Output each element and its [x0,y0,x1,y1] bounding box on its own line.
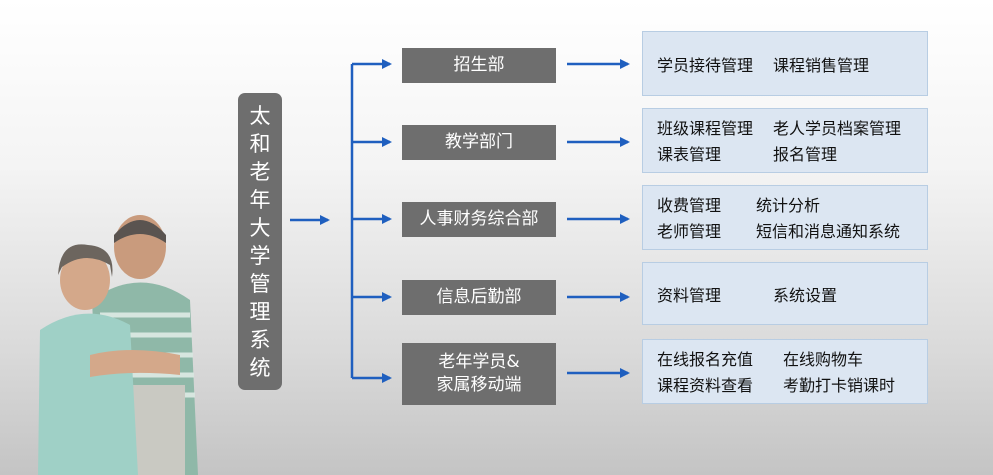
dept-label: 招生部 [453,55,505,75]
func-row: 班级课程管理 老人学员档案管理 [657,114,927,140]
func-row: 收费管理 统计分析 [657,191,927,217]
title-char: 年 [249,187,271,212]
func-item: 老人学员档案管理 [773,119,902,138]
dept-label: 教学部门 [445,132,513,152]
func-item: 考勤打卡销课时 [783,376,896,395]
func-item: 班级课程管理 [657,119,754,138]
func-box-hr-finance: 收费管理 统计分析 老师管理 短信和消息通知系统 [642,185,928,250]
system-title: 太 和 老 年 大 学 管 理 系 统 [238,93,282,390]
func-item: 资料管理 [657,286,722,305]
dept-box-enrollment: 招生部 [402,48,556,83]
title-char: 管 [249,271,271,296]
func-item: 在线报名充值 [657,350,754,369]
title-char: 大 [249,215,271,240]
func-row: 学员接待管理 课程销售管理 [657,51,927,77]
dept-label: 信息后勤部 [436,287,522,307]
func-row: 资料管理 系统设置 [657,281,927,307]
func-item: 短信和消息通知系统 [756,222,901,241]
func-box-it-logistics: 资料管理 系统设置 [642,262,928,325]
elderly-couple-photo [38,215,198,475]
func-item: 课程销售管理 [773,56,870,75]
func-row: 在线报名充值 在线购物车 [657,345,927,371]
func-row: 课程资料查看 考勤打卡销课时 [657,371,927,397]
func-row: 老师管理 短信和消息通知系统 [657,217,927,243]
func-item: 收费管理 [657,196,722,215]
dept-box-teaching: 教学部门 [402,125,556,160]
dept-box-hr-finance: 人事财务综合部 [402,202,556,237]
func-item: 系统设置 [773,286,838,305]
func-box-mobile: 在线报名充值 在线购物车 课程资料查看 考勤打卡销课时 [642,339,928,404]
dept-box-mobile: 老年学员& 家属移动端 [402,343,556,405]
title-char: 学 [249,243,271,268]
dept-label: 老年学员& [438,352,520,372]
func-item: 课表管理 [657,145,722,164]
func-item: 统计分析 [756,196,821,215]
func-item: 报名管理 [773,145,838,164]
func-box-enrollment: 学员接待管理 课程销售管理 [642,31,928,96]
func-item: 在线购物车 [783,350,864,369]
title-char: 理 [249,299,271,324]
func-item: 学员接待管理 [657,56,754,75]
dept-label: 家属移动端 [436,375,522,395]
title-char: 和 [249,131,271,156]
func-row: 课表管理 报名管理 [657,140,927,166]
dept-box-it-logistics: 信息后勤部 [402,280,556,315]
title-char: 系 [249,327,271,352]
func-item: 课程资料查看 [657,376,754,395]
dept-label: 人事财务综合部 [419,209,539,229]
title-char: 太 [249,103,271,128]
title-char: 老 [249,159,271,184]
title-char: 统 [249,355,271,380]
func-box-teaching: 班级课程管理 老人学员档案管理 课表管理 报名管理 [642,108,928,173]
func-item: 老师管理 [657,222,722,241]
